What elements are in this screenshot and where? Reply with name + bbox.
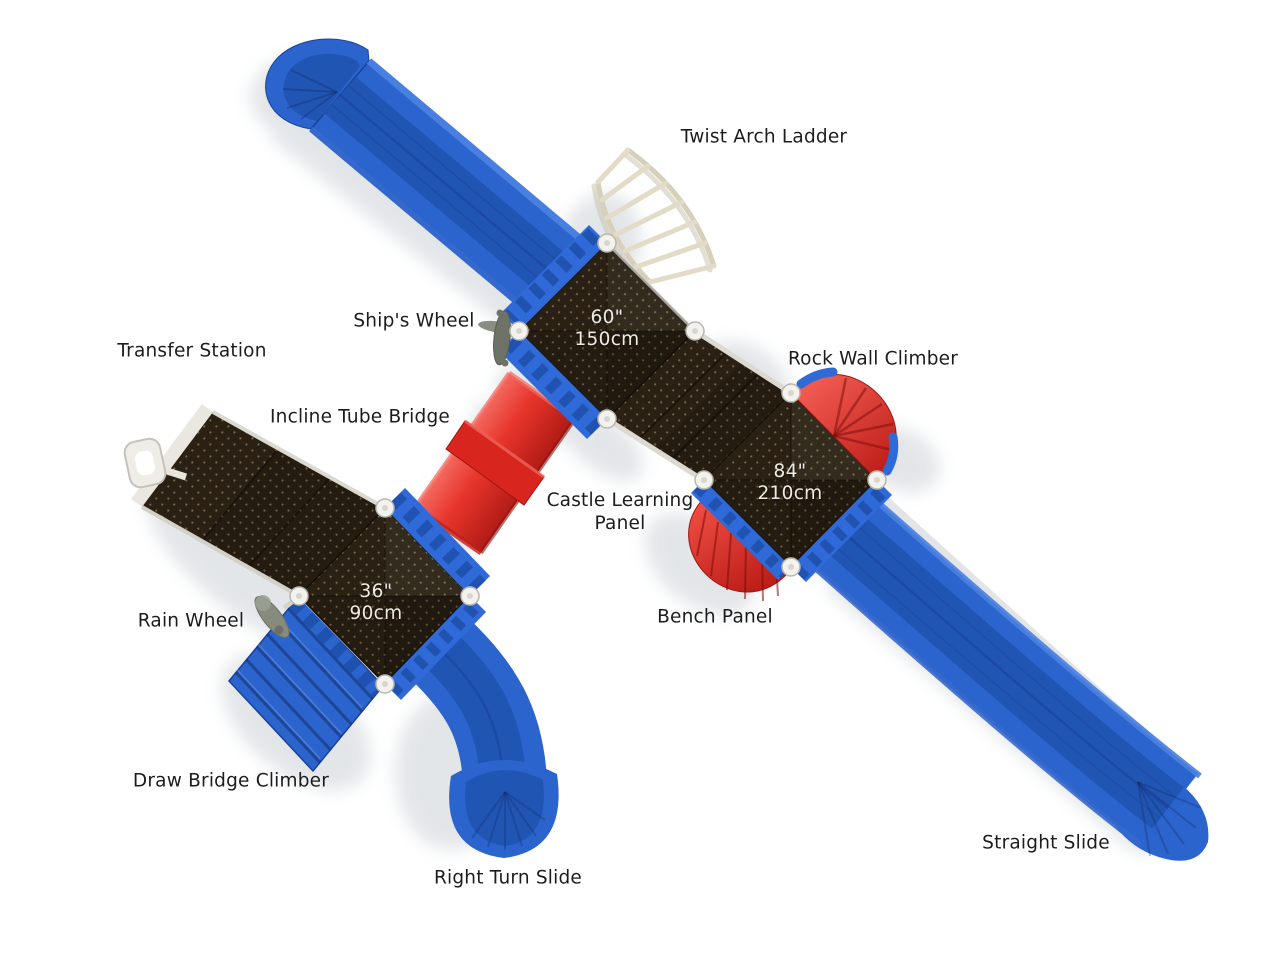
label-right-turn-slide: Right Turn Slide [433, 867, 583, 889]
label-transfer-station: Transfer Station [117, 340, 267, 362]
upper-slide [265, 38, 592, 317]
bench-panel-structure [688, 480, 791, 602]
deck-36-size-label: 36" 90cm [349, 581, 403, 624]
transfer-station-structure [123, 404, 386, 598]
straight-slide-structure [811, 489, 1209, 861]
label-incline-tube-bridge: Incline Tube Bridge [270, 406, 450, 428]
label-castle-learning-panel: Castle Learning Panel [546, 490, 694, 534]
rock-wall-climber-structure [790, 367, 899, 481]
transfer-handle [123, 437, 188, 489]
draw-bridge-climber-structure [228, 594, 384, 773]
label-bench-panel: Bench Panel [657, 606, 773, 628]
label-twist-arch-ladder: Twist Arch Ladder [680, 126, 848, 148]
rain-wheel-structure [254, 595, 299, 638]
label-rain-wheel: Rain Wheel [137, 610, 245, 632]
label-ships-wheel: Ship's Wheel [353, 310, 475, 332]
label-draw-bridge-climber: Draw Bridge Climber [132, 770, 330, 792]
label-straight-slide: Straight Slide [982, 832, 1110, 854]
deck-edge-connectors [385, 225, 892, 700]
label-rock-wall-climber: Rock Wall Climber [787, 348, 959, 370]
deck-60-size-label: 60" 150cm [574, 307, 640, 350]
deck-84-size-label: 84" 210cm [757, 461, 823, 504]
corner-posts [289, 233, 887, 694]
right-turn-slide-structure [411, 619, 559, 858]
step-bridge [605, 328, 793, 483]
